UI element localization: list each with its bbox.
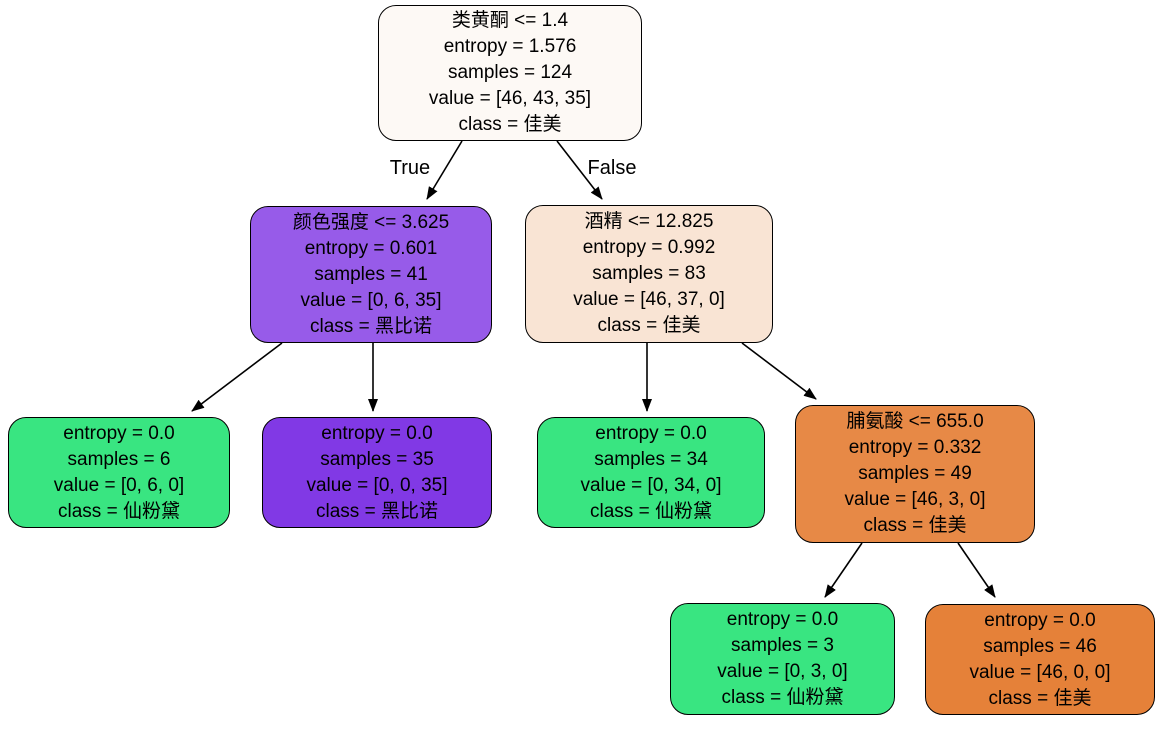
leaf-zinfandel-6: entropy = 0.0 samples = 6 value = [0, 6,… [8,417,230,528]
node-class: class = 佳美 [863,515,967,536]
node-root: 类黄酮 <= 1.4 entropy = 1.576 samples = 124… [378,5,642,141]
node-class: class = 仙粉黛 [58,500,180,522]
node-entropy: entropy = 0.0 [726,609,839,630]
node-class: class = 佳美 [988,687,1092,709]
edge-alcohol-right [741,342,817,400]
node-samples: samples = 35 [320,448,434,470]
node-condition: 类黄酮 <= 1.4 [451,10,569,31]
node-class: class = 黑比诺 [316,500,438,522]
node-value: value = [0, 0, 35] [306,474,448,496]
leaf-gamay-46: entropy = 0.0 samples = 46 value = [46, … [925,604,1155,715]
node-entropy: entropy = 0.0 [321,422,433,444]
node-entropy: entropy = 1.576 [443,36,577,57]
node-class: class = 佳美 [458,114,562,135]
node-samples: samples = 3 [731,635,834,656]
node-condition: 颜色强度 <= 3.625 [292,211,450,233]
node-condition: 脯氨酸 <= 655.0 [846,411,984,432]
leaf-zinfandel-34: entropy = 0.0 samples = 34 value = [0, 3… [537,417,765,528]
node-entropy: entropy = 0.332 [848,437,982,458]
edge-proline-left [824,542,863,598]
node-samples: samples = 49 [858,463,972,484]
node-color-intensity: 颜色强度 <= 3.625 entropy = 0.601 samples = … [250,206,492,343]
node-proline: 脯氨酸 <= 655.0 entropy = 0.332 samples = 4… [795,405,1035,543]
node-class: class = 仙粉黛 [590,500,712,522]
leaf-zinfandel-3: entropy = 0.0 samples = 3 value = [0, 3,… [670,603,895,715]
edge-root-true [426,140,463,200]
node-class: class = 佳美 [597,315,701,336]
node-value: value = [0, 34, 0] [580,474,722,496]
node-entropy: entropy = 0.0 [595,422,707,444]
node-samples: samples = 83 [592,263,706,284]
node-samples: samples = 46 [983,635,1097,657]
node-value: value = [0, 6, 0] [53,474,185,496]
node-samples: samples = 6 [67,448,171,470]
node-value: value = [0, 3, 0] [717,661,848,682]
edge-label-true: True [390,157,430,179]
node-value: value = [46, 37, 0] [573,289,725,310]
node-value: value = [0, 6, 35] [300,289,442,311]
edge-color-left [191,342,283,412]
edge-proline-right [957,542,996,598]
node-value: value = [46, 3, 0] [844,489,986,510]
node-entropy: entropy = 0.0 [984,609,1096,631]
node-entropy: entropy = 0.0 [63,422,175,444]
leaf-pinot-35: entropy = 0.0 samples = 35 value = [0, 0… [262,417,492,528]
node-entropy: entropy = 0.992 [582,237,716,258]
node-samples: samples = 34 [594,448,708,470]
node-samples: samples = 124 [447,62,573,83]
node-samples: samples = 41 [314,263,428,285]
node-class: class = 仙粉黛 [721,687,844,708]
node-condition: 酒精 <= 12.825 [584,211,714,232]
node-alcohol: 酒精 <= 12.825 entropy = 0.992 samples = 8… [525,205,773,343]
node-value: value = [46, 0, 0] [969,661,1111,683]
edge-root-false [556,140,603,200]
edge-label-false: False [588,157,637,179]
node-value: value = [46, 43, 35] [428,88,592,109]
node-class: class = 黑比诺 [310,315,432,337]
node-entropy: entropy = 0.601 [304,237,438,259]
